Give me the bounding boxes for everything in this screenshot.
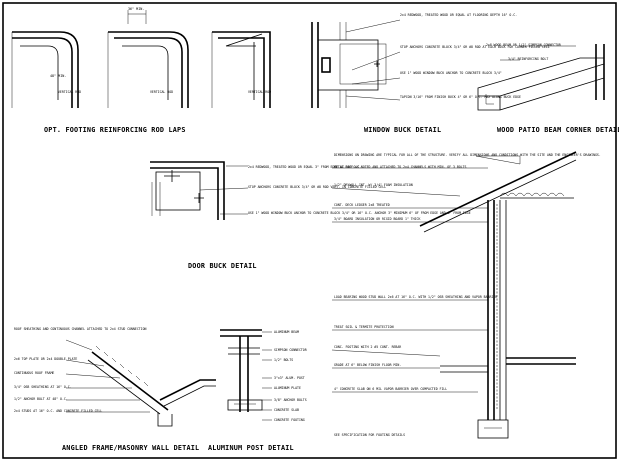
wall-note-8: CONC. FOOTING WITH 2 #5 CONT. REBAR (334, 345, 401, 349)
alum-note-3: 1/2" BOLTS (274, 358, 293, 362)
footing-rod-3-inner (218, 37, 265, 108)
alum-beam (220, 329, 262, 337)
alum-post (239, 336, 249, 412)
footing-rod-2-inner (114, 37, 183, 108)
door-jamb (150, 161, 225, 220)
wall-note-9: GRADE AT 6" BELOW FINISH FLOOR MIN. (334, 363, 401, 367)
patio-post (595, 44, 605, 100)
alum-note-7: CONCRETE SLAB (274, 408, 299, 412)
wall-stud-inner (499, 200, 507, 420)
angled-frame-detail: ROOF SHEATHING AND CONTINUOUS CHANNEL AT… (14, 327, 216, 452)
window-note-1: 2x4 REDWOOD, TREATED WOOD OR EQUAL AT FL… (400, 13, 517, 17)
angled-note-1: ROOF SHEATHING AND CONTINUOUS CHANNEL AT… (14, 327, 146, 331)
angled-roof-hatch (95, 345, 149, 387)
angled-roof-underside (87, 359, 161, 415)
alum-note-2: SIMPSON CONNECTOR (274, 348, 307, 352)
alum-note-5: ALUMINUM PLATE (274, 386, 301, 390)
angled-note-4: 3/4" OSB SHEATHING AT 16" O.C. (14, 385, 72, 389)
angled-roof-line (91, 351, 169, 411)
wall-section-detail: DIMENSIONS ON DRAWING ARE TYPICAL FOR AL… (331, 151, 601, 439)
alum-connector (228, 347, 260, 355)
patio-leaders (500, 45, 576, 61)
alum-title: ALUMINUM POST DETAIL (208, 444, 294, 452)
angled-note-6: 2x4 STUDS AT 16" O.C. AND CONCRETE FILLE… (14, 409, 102, 413)
window-title: WINDOW BUCK DETAIL (364, 126, 441, 134)
door-block (155, 171, 201, 211)
window-anchor-symbol (374, 61, 380, 67)
alum-note-8: CONCRETE FOOTING (274, 418, 305, 422)
roof-insulation (499, 192, 565, 197)
window-jamb (311, 22, 319, 108)
wall-note-7: TREAT SOIL & TERMITE PROTECTION (334, 325, 394, 329)
door-note-1: 2x4 REDWOOD, TREATED WOOD OR EQUAL 3" FR… (248, 165, 361, 169)
footing-detail: 48" MIN. VERTICAL ROD 36" MIN. VERTICAL … (11, 7, 271, 134)
door-anchor-2 (194, 193, 204, 203)
roof-line (419, 151, 577, 227)
floor-slab (506, 357, 576, 365)
wall-note-1: DIMENSIONS ON DRAWING ARE TYPICAL FOR AL… (334, 153, 601, 157)
door-anchor-1 (164, 170, 180, 182)
wall-note-11: SEE SPECIFICATION FOR FOOTING DETAILS (334, 433, 405, 437)
window-note-3: USE 1" WOOD WINDOW BUCK ANCHOR TO CONCRE… (400, 71, 502, 75)
wood-patio-detail: 2x8 WOOD BEAM OR 1/2" SIMPSON CONNECTOR … (477, 43, 619, 134)
grade-line (440, 365, 488, 373)
footing-title: OPT. FOOTING REINFORCING ROD LAPS (44, 126, 186, 134)
alum-leaders (262, 331, 272, 421)
footing-dim-2: 36" MIN. (128, 7, 144, 11)
patio-title: WOOD PATIO BEAM CORNER DETAIL (497, 126, 619, 134)
footing-rod-2-outer (108, 31, 189, 108)
wall-note-4: CONT. DECK LEDGER 2x8 TREATED (334, 203, 390, 207)
wall-note-3: 1/2" DRYWALL INT. W/ 3/4" FOAM INSULATIO… (334, 183, 413, 187)
footing-dim-1: 48" MIN. (50, 74, 66, 78)
footing-rod-3-bar (225, 33, 263, 100)
alum-note-1: ALUMINUM BEAM (274, 330, 299, 334)
angled-title: ANGLED FRAME/MASONRY WALL DETAIL (62, 444, 199, 452)
footing-rod-1-bar (20, 45, 59, 100)
footing-rod-3-outer (212, 31, 271, 108)
angled-note-2: 2x6 TOP PLATE OR 2x4 DOUBLE PLATE (14, 357, 77, 361)
door-buck-detail: 2x4 REDWOOD, TREATED WOOD OR EQUAL 3" FR… (150, 161, 471, 270)
angled-note-5: 1/2" ANCHOR BOLT AT 48" O.C. (14, 397, 68, 401)
door-leaders (199, 165, 249, 215)
angled-wall-top (159, 379, 216, 401)
patio-note-1: 2x8 WOOD BEAM OR 1/2" SIMPSON CONNECTOR (486, 43, 561, 47)
window-buck-detail: 2x4 REDWOOD, TREATED WOOD OR EQUAL AT FL… (311, 13, 550, 134)
door-note-3: USE 1" WOOD WINDOW BUCK ANCHOR TO CONCRE… (248, 211, 471, 215)
roof-pitch-symbol (475, 155, 521, 165)
footing-rod-1-outer (12, 31, 79, 108)
footing-rod-2-bar (122, 45, 169, 100)
alum-note-6: 3/8" ANCHOR BOLTS (274, 398, 307, 402)
wall-note-2: METAL ROOF AS NOTED AND ATTACHED TO 2x4 … (334, 165, 466, 169)
window-block (317, 39, 379, 91)
wall-stud-outer (487, 200, 495, 420)
alum-plate (227, 399, 263, 411)
angled-bearing (157, 412, 173, 427)
angled-note-3: CONTINUOUS ROOF FRAME (14, 371, 54, 375)
footing-note-3: VERTICAL ROD (248, 90, 271, 94)
footing-rod-1-inner (12, 37, 73, 108)
window-note-2: STOP ANCHORS CONCRETE BLOCK 3/4" OR #8 R… (400, 45, 550, 49)
alum-note-4: 3"x3" ALUM. POST (274, 376, 305, 380)
aluminum-post-detail: ALUMINUM BEAM SIMPSON CONNECTOR 1/2" BOL… (208, 329, 307, 452)
door-note-2: STOP ANCHORS CONCRETE BLOCK 3/4" OR #8 R… (248, 185, 386, 189)
wall-note-10: 4" CONCRETE SLAB ON 6 MIL VAPOR BARRIER … (334, 387, 447, 391)
wall-note-6: LOAD BEARING WOOD STUD WALL 2x6 AT 16" O… (334, 295, 497, 299)
footing-block (477, 419, 509, 439)
window-leaders (345, 19, 401, 101)
wall-note-5: 3/4" BOARD INSULATION OR RIGID BOARD 1" … (334, 217, 420, 221)
footing-note-1: VERTICAL ROD (58, 90, 81, 94)
footing-note-2: VERTICAL ROD (150, 90, 173, 94)
angled-leaders (65, 339, 150, 413)
patio-beam-top (477, 57, 605, 97)
window-note-4: TAPCON 3/16" FROM FINISH BUCK 4" OR 6" O… (400, 95, 521, 99)
wall-leaders (331, 167, 488, 393)
patio-note-2: 3/4" REINFORCING BOLT (508, 57, 548, 61)
door-title: DOOR BUCK DETAIL (188, 262, 257, 270)
